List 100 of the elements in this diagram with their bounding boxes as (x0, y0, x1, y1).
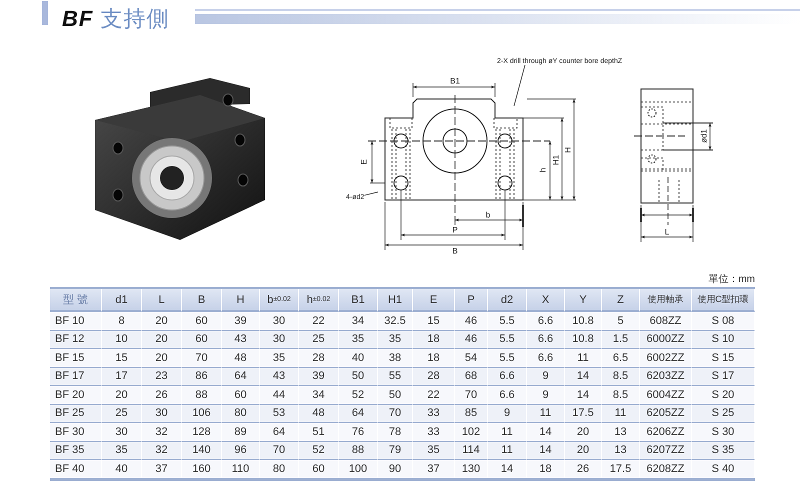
table-cell: 35 (102, 442, 142, 460)
table-cell: 60 (182, 330, 222, 349)
table-cell: 30 (260, 330, 299, 349)
table-cell: 6004ZZ (640, 386, 692, 404)
table-cell: 6206ZZ (640, 423, 692, 442)
table-cell: 50 (339, 368, 378, 386)
table-cell: S 15 (692, 349, 755, 368)
table-cell: 25 (102, 404, 142, 423)
table-cell: 102 (455, 423, 488, 442)
table-cell: 80 (222, 404, 260, 423)
table-cell: 6207ZZ (640, 442, 692, 460)
table-cell: 15 (413, 312, 455, 330)
table-cell: 11 (488, 442, 527, 460)
table-cell: 6.6 (527, 312, 565, 330)
table-cell: 20 (565, 423, 602, 442)
table-cell: 54 (455, 349, 488, 368)
table-cell: 25 (299, 330, 339, 349)
table-cell: 6208ZZ (640, 460, 692, 478)
table-cell: 10.8 (565, 312, 602, 330)
table-cell: 6.6 (488, 368, 527, 386)
table-cell: 26 (142, 386, 182, 404)
table-cell: 5.5 (488, 330, 527, 349)
table-cell: 6.5 (602, 349, 640, 368)
table-cell: 35 (260, 349, 299, 368)
table-cell: 33 (413, 423, 455, 442)
column-header: H1 (378, 289, 413, 312)
table-cell: 34 (299, 386, 339, 404)
table-cell: 5.5 (488, 312, 527, 330)
table-cell: BF 30 (50, 423, 102, 442)
table-cell: 35 (339, 330, 378, 349)
table-cell: 6203ZZ (640, 368, 692, 386)
table-cell: 13 (602, 442, 640, 460)
table-cell: 9 (527, 368, 565, 386)
table-cell: 11 (527, 404, 565, 423)
table-cell: 53 (260, 404, 299, 423)
table-cell: 40 (339, 349, 378, 368)
table-cell: 35 (378, 330, 413, 349)
dimension-label: B (452, 246, 458, 256)
table-cell: 79 (378, 442, 413, 460)
table-cell: 15 (102, 349, 142, 368)
table-cell: BF 40 (50, 460, 102, 478)
table-cell: 43 (222, 330, 260, 349)
column-header: 使用軸承 (640, 289, 692, 312)
dimension-label: ød1 (700, 129, 708, 143)
table-cell: 130 (455, 460, 488, 478)
table-cell: 60 (299, 460, 339, 478)
table-cell: 64 (222, 368, 260, 386)
dimension-label: P (452, 226, 458, 234)
title: BF 支持側 (62, 5, 170, 33)
table-cell: 128 (182, 423, 222, 442)
table-cell: 20 (142, 330, 182, 349)
table-cell: 160 (182, 460, 222, 478)
table-cell: 89 (222, 423, 260, 442)
column-header: d2 (488, 289, 527, 312)
table-cell: 5 (602, 312, 640, 330)
table-cell: 17.5 (602, 460, 640, 478)
table-cell: 37 (142, 460, 182, 478)
column-header: Y (565, 289, 602, 312)
dimension-label: L (664, 228, 670, 236)
table-cell: 38 (378, 349, 413, 368)
table-cell: 20 (142, 349, 182, 368)
table-cell: 11 (602, 404, 640, 423)
dimension-label: b (486, 210, 490, 220)
table-cell: 8 (102, 312, 142, 330)
table-cell: 100 (339, 460, 378, 478)
dimension-label: H (564, 147, 572, 153)
table-cell: BF 17 (50, 368, 102, 386)
table-cell: 23 (142, 368, 182, 386)
column-header: P (455, 289, 488, 312)
unit-note: 單位：mm (708, 273, 755, 286)
table-cell: 11 (565, 349, 602, 368)
table-cell: 33 (413, 404, 455, 423)
table-cell: 35 (413, 442, 455, 460)
table-cell: 64 (339, 404, 378, 423)
dimension-label: h (538, 168, 548, 172)
table-cell: 90 (378, 460, 413, 478)
table-cell: 70 (182, 349, 222, 368)
column-header: 使用C型扣環 (692, 289, 755, 312)
table-cell: S 35 (692, 442, 755, 460)
column-header: E (413, 289, 455, 312)
table-cell: 22 (299, 312, 339, 330)
table-cell: S 17 (692, 368, 755, 386)
table-cell: 32.5 (378, 312, 413, 330)
table-cell: 30 (260, 312, 299, 330)
table-cell: 46 (455, 312, 488, 330)
table-cell: 48 (299, 404, 339, 423)
table-cell: 8.5 (602, 368, 640, 386)
column-header: 型 號 (50, 289, 102, 312)
column-header: B1 (339, 289, 378, 312)
table-cell: 68 (455, 368, 488, 386)
table-cell: 18 (413, 330, 455, 349)
table-cell: 1.5 (602, 330, 640, 349)
table-cell: 9 (527, 386, 565, 404)
table-cell: 43 (260, 368, 299, 386)
table-cell: 14 (488, 460, 527, 478)
table-cell: BF 20 (50, 386, 102, 404)
table-cell: 39 (299, 368, 339, 386)
table-cell: BF 12 (50, 330, 102, 349)
table-cell: 78 (378, 423, 413, 442)
table-cell: S 20 (692, 386, 755, 404)
